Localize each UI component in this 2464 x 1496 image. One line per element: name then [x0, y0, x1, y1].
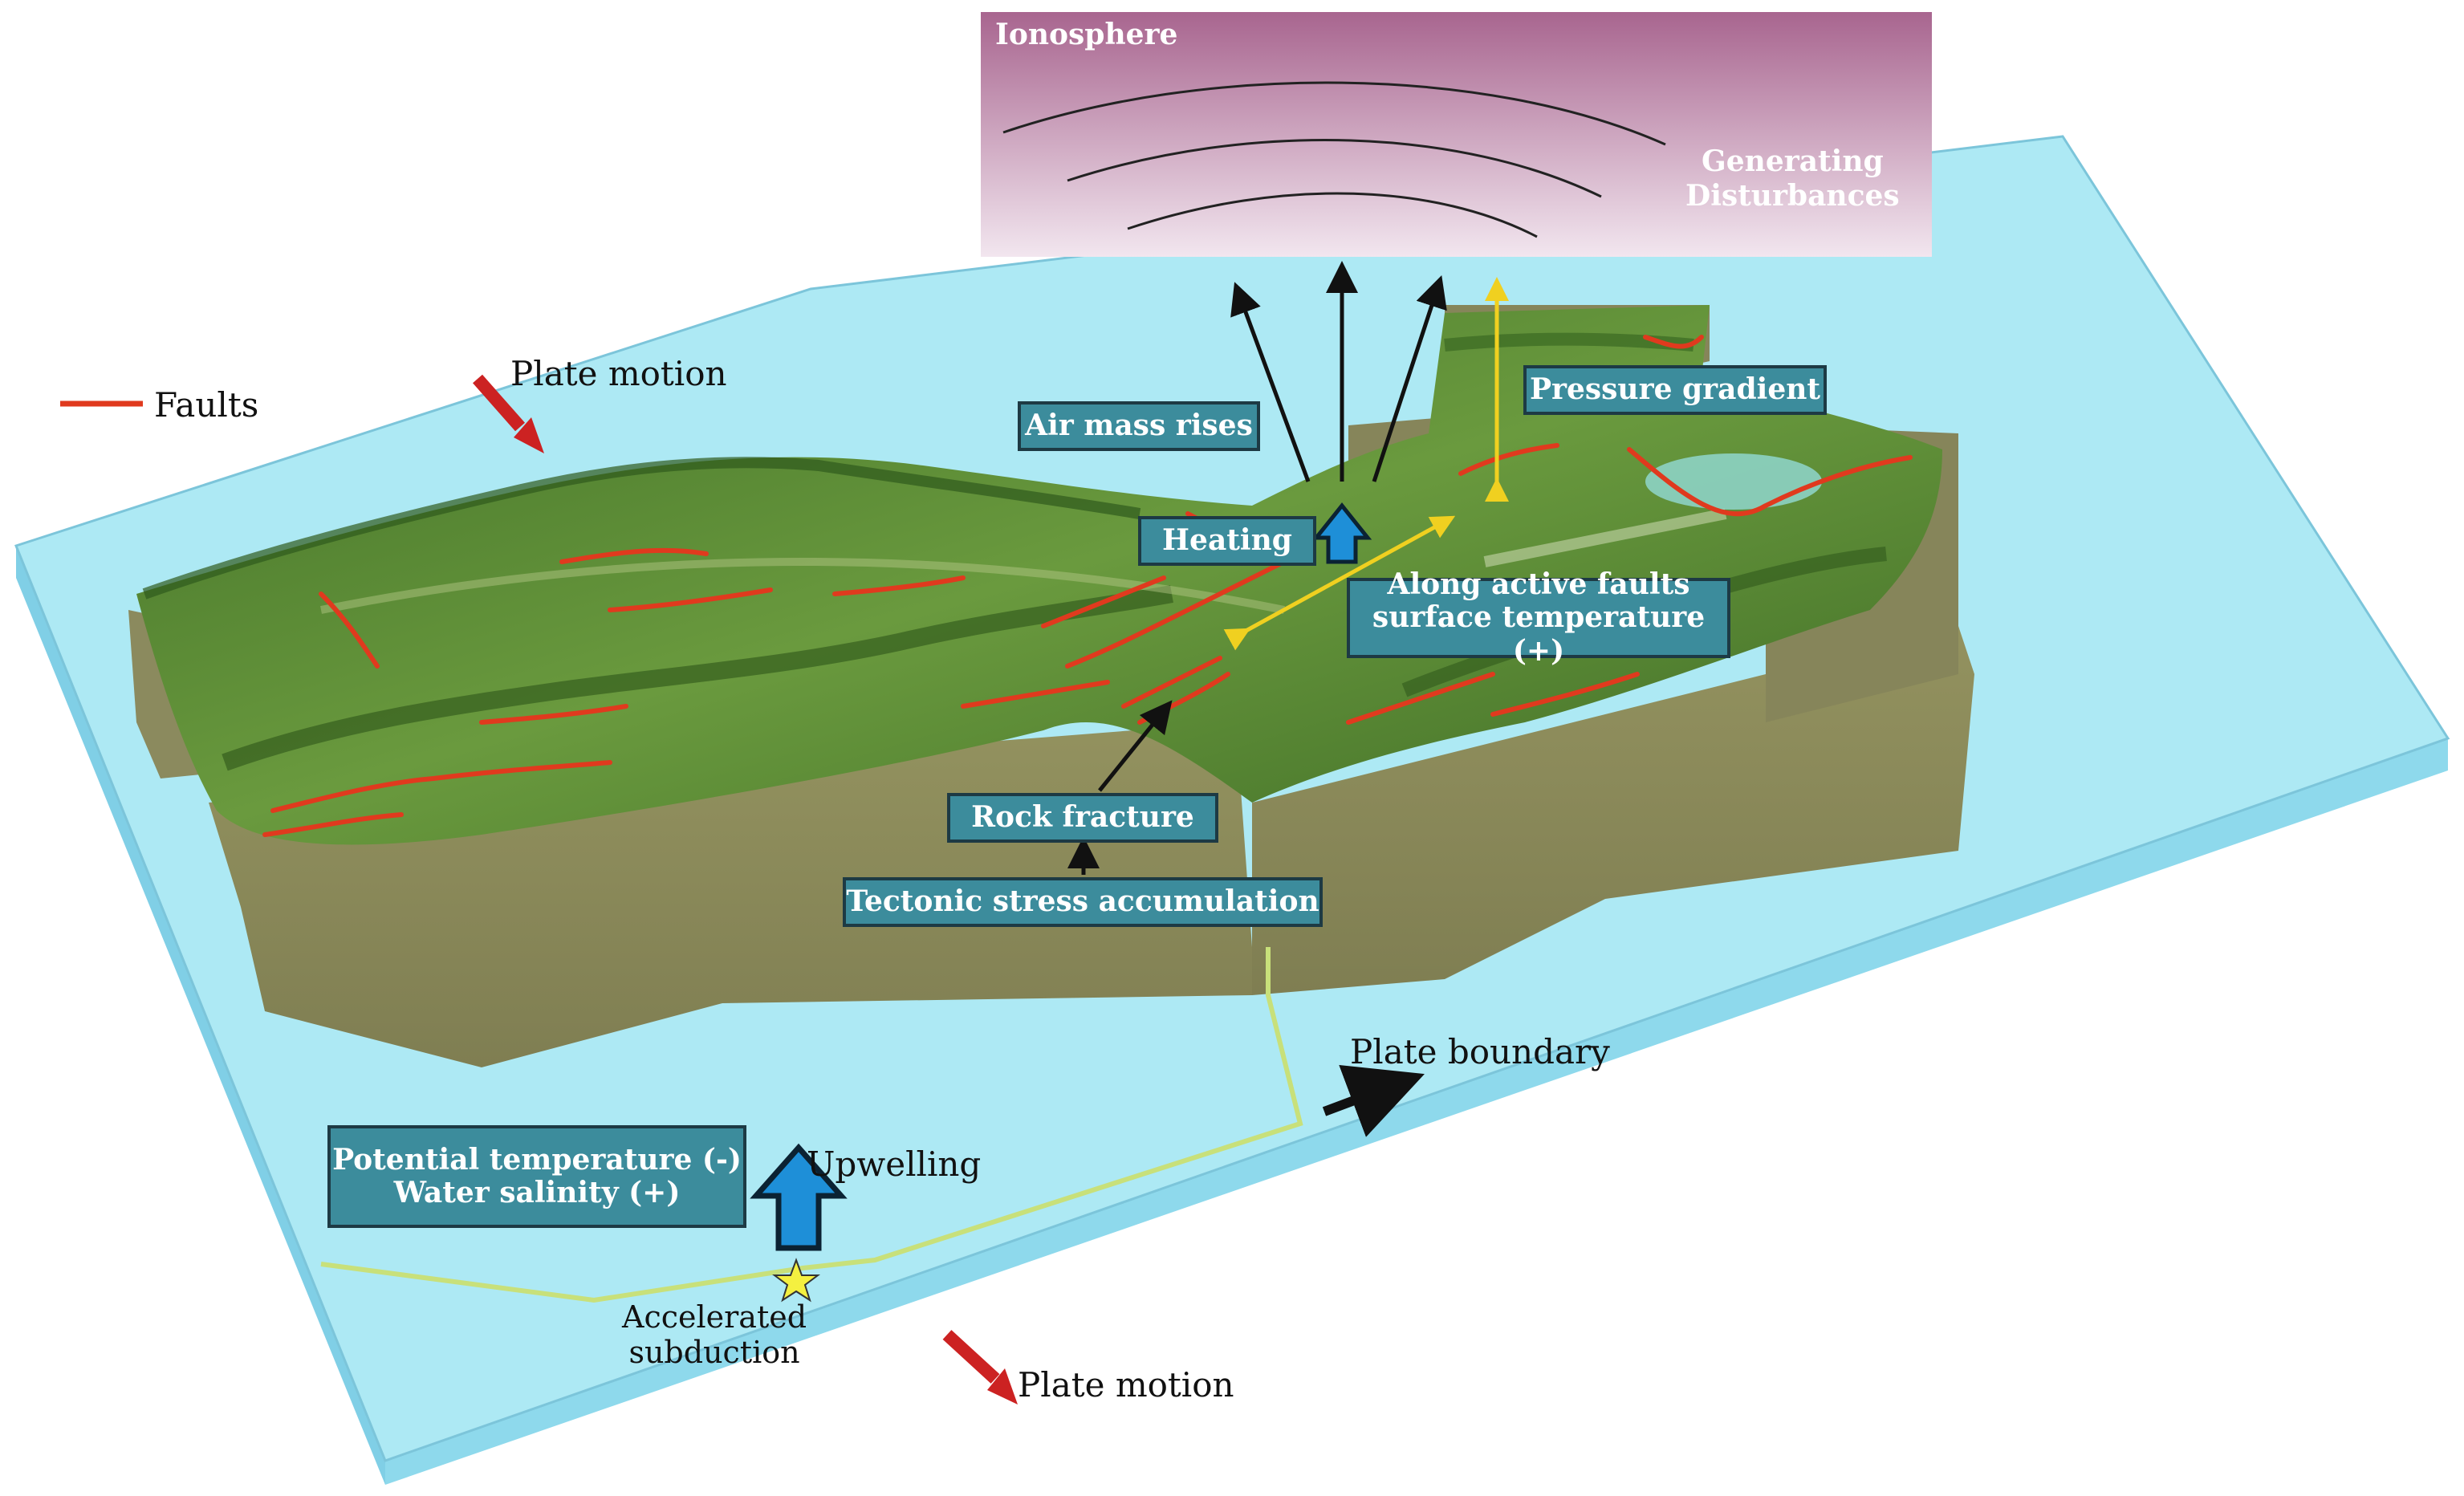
accelerated-line1: Accelerated: [622, 1299, 807, 1335]
plate-boundary-line: [320, 947, 1303, 1303]
potential-temperature-box: Potential temperature (-) Water salinity…: [327, 1125, 746, 1228]
ionosphere-disturbances: Generating Disturbances: [1685, 144, 1900, 213]
upwelling-arrow: [750, 1143, 848, 1251]
faults-legend-label: Faults: [154, 385, 259, 425]
accelerated-subduction-label: Accelerated subduction: [622, 1299, 807, 1370]
ionosphere-panel: [981, 12, 1932, 257]
heating-up-arrow: [1311, 502, 1372, 564]
rock-fracture-box: Rock fracture: [947, 793, 1218, 843]
yellow-arrows: [1223, 277, 1509, 651]
plate-boundary-label: Plate boundary: [1350, 1032, 1610, 1071]
potential-temp-line: Potential temperature (-): [332, 1142, 742, 1177]
plate-motion-label-bottom: Plate motion: [1018, 1365, 1234, 1405]
air-mass-rises-box: Air mass rises: [1018, 401, 1260, 451]
faults-temp-line1: Along active faults: [1387, 567, 1690, 601]
star-icon: [772, 1258, 820, 1303]
plate-motion-label-top: Plate motion: [510, 354, 727, 393]
plate-motion-arrow-bottom: [942, 1330, 1018, 1405]
heating-box: Heating: [1138, 516, 1316, 566]
air-rise-arrows: [1067, 261, 1447, 1137]
fault-lines: [262, 335, 1913, 837]
water-salinity-line: Water salinity (+): [393, 1176, 681, 1209]
pressure-gradient-box: Pressure gradient: [1523, 365, 1827, 415]
upwelling-label: Upwelling: [807, 1144, 982, 1184]
tectonic-stress-box: Tectonic stress accumulation: [843, 877, 1323, 927]
accelerated-line2: subduction: [628, 1334, 800, 1370]
plate-motion-arrow-top: [473, 374, 544, 453]
disturbances-line1: Generating: [1702, 144, 1884, 178]
disturbances-line2: Disturbances: [1685, 179, 1900, 213]
faults-temp-line2: surface temperature (+): [1372, 600, 1706, 668]
faults-temperature-box: Along active faults surface temperature …: [1347, 567, 1730, 667]
ionosphere-title: Ionosphere: [995, 18, 1178, 51]
